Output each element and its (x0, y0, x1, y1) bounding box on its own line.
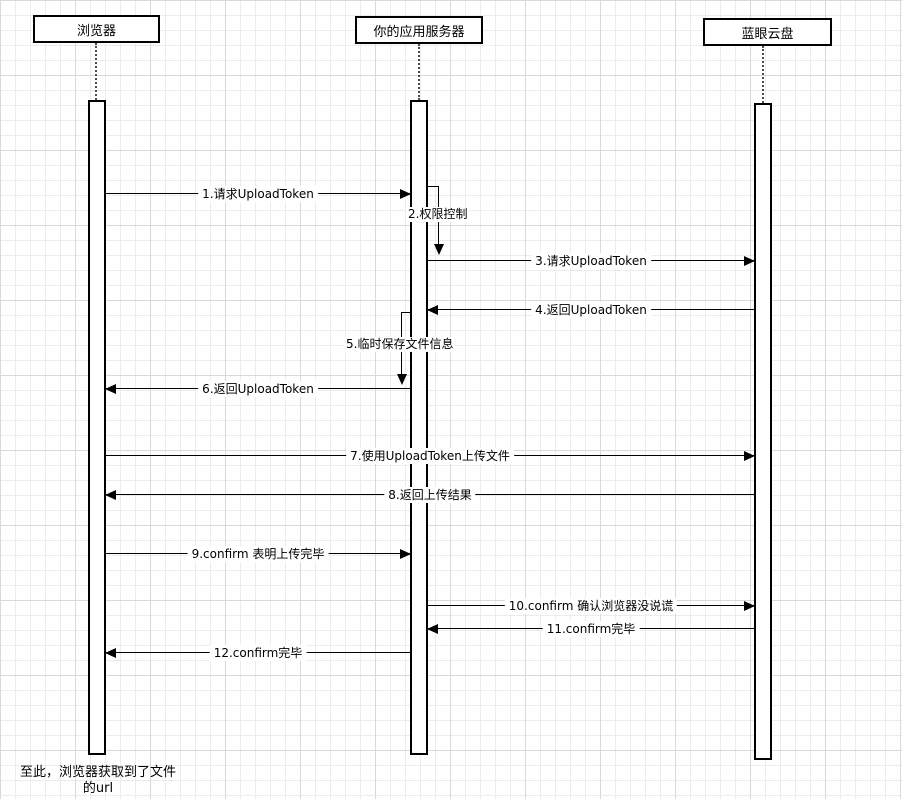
message-label: 3.请求UploadToken (531, 253, 651, 269)
arrowhead-right-icon (400, 189, 411, 199)
arrowhead-down-icon (434, 244, 444, 255)
message-label: 4.返回UploadToken (531, 302, 651, 318)
lifeline-browser (95, 43, 97, 100)
lifeline-cloud (762, 46, 764, 103)
arrowhead-right-icon (744, 601, 755, 611)
footnote: 至此，浏览器获取到了文件 的url (19, 765, 176, 796)
activation-bar-cloud[interactable] (754, 103, 772, 760)
actor-label-app-server: 你的应用服务器 (373, 24, 465, 40)
arrowhead-right-icon (744, 451, 755, 461)
message-label: 8.返回上传结果 (384, 487, 476, 503)
actor-box-app-server[interactable]: 你的应用服务器 (355, 16, 483, 44)
arrowhead-left-icon (105, 648, 116, 658)
message-label: 6.返回UploadToken (198, 381, 318, 397)
arrowhead-left-icon (105, 384, 116, 394)
message-label: 10.confirm 确认浏览器没说谎 (504, 598, 678, 614)
message-label: 2.权限控制 (406, 207, 470, 222)
lifeline-app-server (418, 44, 420, 100)
message-line (428, 186, 439, 187)
actor-label-cloud: 蓝眼云盘 (741, 26, 794, 42)
message-label: 5.临时保存文件信息 (344, 337, 456, 352)
activation-bar-app-server[interactable] (410, 100, 428, 755)
actor-box-cloud[interactable]: 蓝眼云盘 (703, 18, 832, 46)
actor-label-browser: 浏览器 (76, 23, 116, 39)
arrowhead-left-icon (427, 624, 438, 634)
arrowhead-right-icon (744, 256, 755, 266)
arrowhead-left-icon (427, 305, 438, 315)
message-label: 11.confirm完毕 (542, 621, 640, 637)
activation-bar-browser[interactable] (88, 100, 106, 755)
arrowhead-left-icon (105, 490, 116, 500)
message-label: 7.使用UploadToken上传文件 (346, 448, 514, 464)
message-line (401, 312, 411, 313)
message-label: 9.confirm 表明上传完毕 (187, 546, 329, 562)
arrowhead-down-icon (397, 374, 407, 385)
actor-box-browser[interactable]: 浏览器 (33, 15, 160, 43)
message-label: 12.confirm完毕 (209, 645, 307, 661)
arrowhead-right-icon (400, 549, 411, 559)
message-label: 1.请求UploadToken (198, 186, 318, 202)
